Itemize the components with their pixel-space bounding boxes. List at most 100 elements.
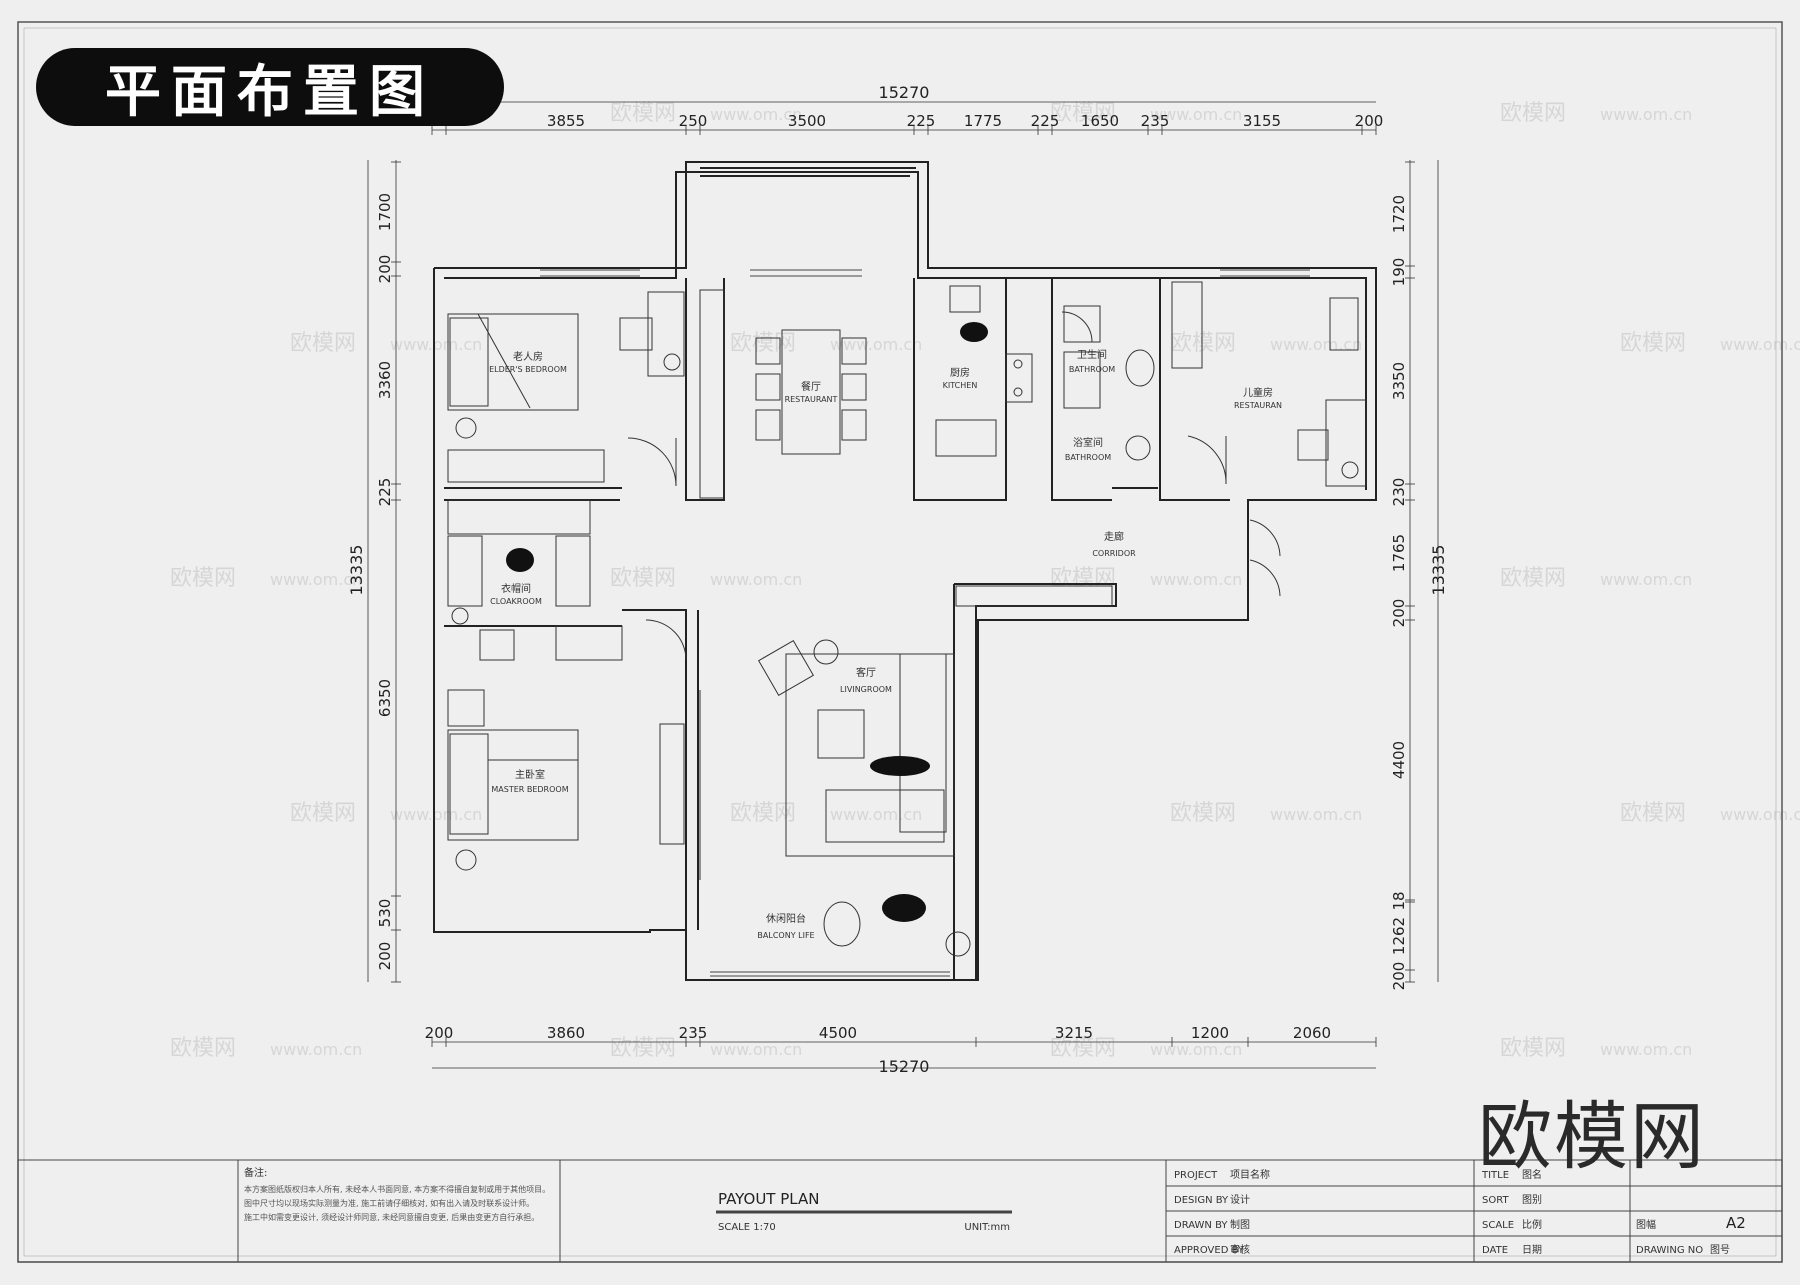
watermark-text: 欧模网 <box>610 1036 676 1061</box>
watermark-url: www.om.cn <box>830 805 922 824</box>
watermark-url: www.om.cn <box>1600 1040 1692 1059</box>
wardrobe-elder <box>447 449 605 483</box>
watermark-text: 欧模网 <box>170 1036 236 1061</box>
watermark-url: www.om.cn <box>1600 105 1692 124</box>
dimension-label: 200 <box>1355 112 1384 130</box>
page-title: 平面布置图 <box>105 59 435 125</box>
dimension-texts: 15270 15270 13335 13335 200 3855 250 3500 22… <box>347 83 1448 1076</box>
dimension-label: 225 <box>376 478 394 507</box>
room-label-cn: 餐厅 <box>801 380 821 393</box>
room-label-en: LIVINGROOM <box>840 685 892 694</box>
dimension-label: 200 <box>376 942 394 971</box>
watermark-text: 欧模网 <box>1620 801 1686 826</box>
master-bed <box>447 729 579 841</box>
dim-bottom-total: 15270 <box>879 1057 930 1076</box>
sofa <box>899 653 947 833</box>
watermark-url: www.om.cn <box>1720 805 1800 824</box>
watermark-text: 欧模网 <box>730 801 796 826</box>
watermark-layer: 欧模网 www.om.cn 欧模网 www.om.cn 欧模网 www.om.cn 欧模网 w… <box>170 101 1800 1061</box>
value: 图号 <box>1710 1244 1730 1256</box>
room-label-cn: 卫生间 <box>1077 348 1107 361</box>
label: DESIGN BY <box>1174 1195 1229 1206</box>
label: 图幅 <box>1636 1218 1656 1231</box>
value: 审核 <box>1230 1243 1250 1256</box>
plan-scale: SCALE 1:70 <box>718 1222 776 1233</box>
sheet-border <box>17 21 1783 1263</box>
watermark-url: www.om.cn <box>270 1040 362 1059</box>
note-line: 本方案图纸版权归本人所有, 未经本人书面同意, 本方案不得擅自复制或用于其他项目… <box>244 1184 550 1194</box>
furniture <box>447 281 1367 957</box>
dimension-label: 3215 <box>1055 1024 1093 1042</box>
watermark-url: www.om.cn <box>830 335 922 354</box>
room-label-en: RESTAURANT <box>785 395 838 404</box>
dimension-label: 530 <box>376 899 394 928</box>
watermark-text: 欧模网 <box>1170 331 1236 356</box>
value: 图别 <box>1522 1194 1542 1206</box>
note-line: 图中尺寸均以现场实际测量为准, 施工前请仔细核对, 如有出入请及时联系设计师。 <box>244 1198 534 1208</box>
brand-watermark: 欧模网 <box>1478 1094 1706 1180</box>
watermark-text: 欧模网 <box>290 801 356 826</box>
room-label-en: KITCHEN <box>943 381 978 390</box>
room-label-en: CORRIDOR <box>1092 549 1136 558</box>
dimension-lines <box>367 101 1439 1069</box>
value: 比例 <box>1522 1218 1542 1231</box>
watermark-text: 欧模网 <box>1050 101 1116 126</box>
windows <box>540 269 1310 977</box>
dimension-label: 1765 <box>1390 534 1408 572</box>
label: SORT <box>1482 1195 1509 1206</box>
sheet-inner-border <box>23 27 1777 1257</box>
title-block <box>17 1159 1783 1263</box>
watermark-url: www.om.cn <box>1270 335 1362 354</box>
dimension-label: 3350 <box>1390 362 1408 400</box>
room-label-cn: 休闲阳台 <box>766 912 806 925</box>
value: A2 <box>1726 1214 1746 1232</box>
room-label-en: MASTER BEDROOM <box>491 785 568 794</box>
dimension-label: 1775 <box>964 112 1002 130</box>
dimension-label: 225 <box>907 112 936 130</box>
dimension-label: 3500 <box>788 112 826 130</box>
rug <box>785 653 955 857</box>
watermark-text: 欧模网 <box>1170 801 1236 826</box>
watermark-text: 欧模网 <box>290 331 356 356</box>
dimension-label: 200 <box>376 255 394 284</box>
dimension-label: 4400 <box>1390 741 1408 779</box>
label: DRAWING NO <box>1636 1245 1703 1256</box>
watermark-text: 欧模网 <box>1620 331 1686 356</box>
watermark-url: www.om.cn <box>390 805 482 824</box>
room-label-en: CLOAKROOM <box>490 597 542 606</box>
room-label-en: BATHROOM <box>1069 365 1115 374</box>
label: APPROVED BY <box>1174 1245 1245 1256</box>
dimension-label: 3855 <box>547 112 585 130</box>
room-label-en: RESTAURAN <box>1234 401 1282 410</box>
watermark-url: www.om.cn <box>710 1040 802 1059</box>
dimension-label: 1200 <box>1191 1024 1229 1042</box>
value: 图名 <box>1522 1168 1542 1181</box>
value: 设计 <box>1230 1193 1250 1206</box>
room-label-cn: 衣帽间 <box>501 582 531 595</box>
value: 日期 <box>1522 1244 1542 1256</box>
dim-left-total: 13335 <box>347 545 366 596</box>
dim-right-total: 13335 <box>1429 545 1448 596</box>
label: SCALE <box>1482 1220 1514 1231</box>
label: PROJECT <box>1174 1170 1218 1181</box>
watermark-text: 欧模网 <box>170 566 236 591</box>
dimension-label: 225 <box>1031 112 1060 130</box>
dimension-label: 250 <box>679 112 708 130</box>
dim-top-total: 15270 <box>879 83 930 102</box>
value: 项目名称 <box>1230 1168 1270 1181</box>
watermark-url: www.om.cn <box>1270 805 1362 824</box>
watermark-url: www.om.cn <box>390 335 482 354</box>
watermark-url: www.om.cn <box>1720 335 1800 354</box>
doors <box>627 311 1281 661</box>
watermark-url: www.om.cn <box>1150 570 1242 589</box>
label: DATE <box>1482 1245 1508 1256</box>
dimension-label: 200 <box>425 1024 454 1042</box>
value: 制图 <box>1230 1218 1250 1231</box>
watermark-text: 欧模网 <box>1500 1036 1566 1061</box>
dimension-label: 1650 <box>1081 112 1119 130</box>
coffee-table <box>817 709 865 759</box>
room-label-cn: 老人房 <box>513 350 543 363</box>
title-block-text: 备注: 本方案图纸版权归本人所有, 未经本人书面同意, 本方案不得擅自复制或用于… <box>244 1166 1746 1256</box>
